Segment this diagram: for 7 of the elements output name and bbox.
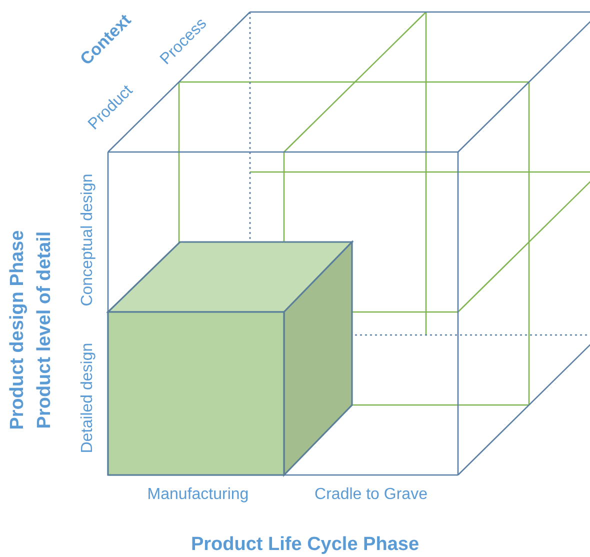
axis-title: Product design Phase	[7, 230, 29, 430]
axis-label: Cradle to Grave	[314, 486, 428, 504]
axis-title: Product Life Cycle Phase	[190, 534, 420, 556]
axis-title: Product level of detail	[34, 231, 56, 429]
axis-label: Conceptual design	[79, 174, 97, 306]
axis-label: Manufacturing	[147, 486, 249, 504]
axis-label: Detailed design	[79, 342, 97, 454]
